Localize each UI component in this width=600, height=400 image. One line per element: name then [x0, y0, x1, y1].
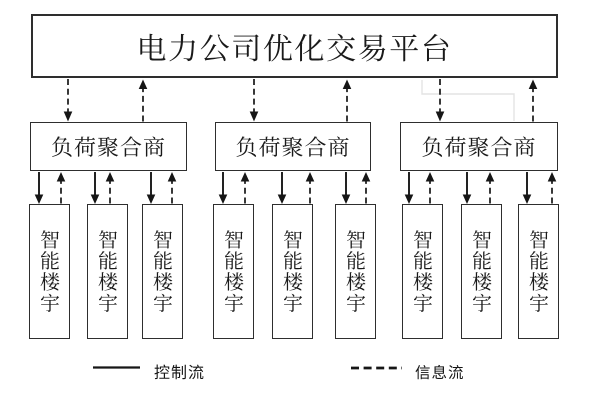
arrow-control-aggregator-1-to-building-2 [90, 172, 100, 204]
aggregator-label: 负荷聚合商 [235, 131, 351, 162]
aggregator-box-2: 负荷聚合商 [215, 122, 371, 171]
arrow-info-platform-to-aggregator-1 [63, 79, 73, 122]
arrow-info-building-7-to-aggregator-3 [425, 172, 435, 204]
building-label: 智能楼宇 [278, 229, 308, 314]
arrow-info-platform-to-aggregator-2 [249, 79, 259, 122]
aggregator-label: 负荷聚合商 [50, 131, 166, 162]
arrow-control-aggregator-2-to-building-5 [277, 172, 287, 204]
arrow-info-aggregator-3-to-platform [528, 79, 538, 122]
arrow-info-aggregator-1-to-platform [138, 79, 148, 122]
building-box-7: 智能楼宇 [402, 204, 443, 339]
building-box-4: 智能楼宇 [213, 204, 254, 339]
building-box-8: 智能楼宇 [461, 204, 502, 339]
arrow-info-building-8-to-aggregator-3 [485, 172, 495, 204]
arrow-control-aggregator-2-to-building-4 [218, 172, 228, 204]
aggregator-label: 负荷聚合商 [421, 131, 537, 162]
building-label: 智能楼宇 [219, 229, 249, 314]
platform-label: 电力公司优化交易平台 [136, 24, 453, 68]
aggregator-box-3: 负荷聚合商 [400, 122, 558, 171]
platform-box: 电力公司优化交易平台 [31, 14, 558, 78]
arrow-control-aggregator-3-to-building-8 [462, 172, 472, 204]
building-box-9: 智能楼宇 [518, 204, 559, 339]
arrow-control-aggregator-1-to-building-3 [146, 172, 156, 204]
building-label: 智能楼宇 [408, 229, 438, 314]
legend-control-label: 控制流 [154, 359, 206, 383]
building-label: 智能楼宇 [35, 229, 65, 314]
building-label: 智能楼宇 [524, 229, 554, 314]
building-box-5: 智能楼宇 [272, 204, 313, 339]
arrow-control-aggregator-1-to-building-1 [34, 172, 44, 204]
building-label: 智能楼宇 [341, 229, 371, 314]
building-label: 智能楼宇 [148, 229, 178, 314]
arrow-info-building-4-to-aggregator-2 [240, 172, 250, 204]
arrow-control-aggregator-2-to-building-6 [341, 172, 351, 204]
arrow-info-platform-to-aggregator-3 [435, 79, 445, 122]
building-box-1: 智能楼宇 [29, 204, 70, 339]
building-label: 智能楼宇 [93, 229, 123, 314]
legend-info-label: 信息流 [415, 361, 465, 383]
building-box-6: 智能楼宇 [335, 204, 376, 339]
faint-connector-line [421, 80, 515, 121]
arrow-control-aggregator-3-to-building-9 [522, 172, 532, 204]
arrow-info-building-9-to-aggregator-3 [547, 172, 557, 204]
building-box-2: 智能楼宇 [87, 204, 128, 339]
arrow-control-aggregator-3-to-building-7 [404, 172, 414, 204]
arrow-info-aggregator-2-to-platform [342, 79, 352, 122]
arrow-info-building-2-to-aggregator-1 [105, 172, 115, 204]
building-label: 智能楼宇 [467, 229, 497, 314]
arrow-info-building-1-to-aggregator-1 [56, 172, 66, 204]
aggregator-box-1: 负荷聚合商 [30, 122, 187, 171]
arrow-info-building-5-to-aggregator-2 [305, 172, 315, 204]
building-box-3: 智能楼宇 [142, 204, 183, 339]
arrow-info-building-3-to-aggregator-1 [167, 172, 177, 204]
arrow-info-building-6-to-aggregator-2 [361, 172, 371, 204]
